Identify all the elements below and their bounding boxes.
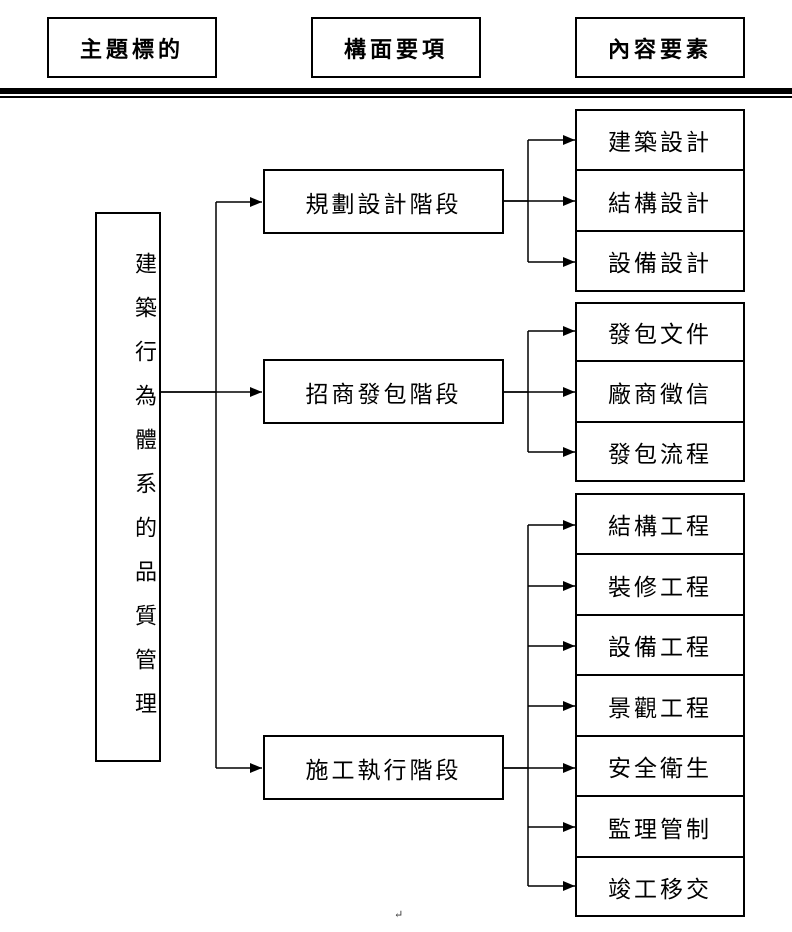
item-box: 竣工移交 — [575, 856, 745, 917]
root-node-label: 建築行為體系的品質管理 — [131, 252, 156, 736]
stage-label: 施工執行階段 — [305, 757, 462, 784]
item-label: 發包流程 — [608, 441, 712, 468]
item-label: 發包文件 — [608, 322, 712, 348]
item-label: 設備設計 — [608, 251, 712, 277]
item-label: 廠商徵信 — [608, 381, 712, 408]
item-box: 發包流程 — [575, 421, 745, 482]
item-label: 竣工移交 — [608, 876, 712, 903]
item-box: 結構工程 — [575, 493, 745, 555]
header-aspect: 構面要項 — [311, 17, 481, 78]
header-elements: 內容要素 — [575, 17, 745, 78]
header-topic: 主題標的 — [47, 17, 217, 78]
item-label: 裝修工程 — [608, 574, 712, 601]
item-box: 景觀工程 — [575, 674, 745, 737]
item-box: 設備設計 — [575, 230, 745, 292]
stage-construction-execution: 施工執行階段 — [263, 735, 504, 800]
item-label: 結構工程 — [608, 514, 712, 540]
header-divider-thick — [0, 88, 792, 94]
header-topic-label: 主題標的 — [79, 36, 184, 63]
item-label: 監理管制 — [608, 816, 712, 843]
item-label: 安全衛生 — [608, 756, 712, 782]
header-aspect-label: 構面要項 — [343, 36, 448, 63]
stage-tender-procurement: 招商發包階段 — [263, 359, 504, 424]
stage-label: 規劃設計階段 — [305, 191, 462, 218]
header-elements-label: 內容要素 — [607, 36, 712, 63]
item-box: 安全衛生 — [575, 735, 745, 797]
item-box: 廠商徵信 — [575, 360, 745, 423]
item-label: 景觀工程 — [608, 695, 712, 722]
item-label: 設備工程 — [608, 635, 712, 661]
item-box: 建築設計 — [575, 109, 745, 171]
stage-planning-design: 規劃設計階段 — [263, 169, 504, 234]
item-box: 結構設計 — [575, 169, 745, 232]
item-box: 發包文件 — [575, 302, 745, 362]
root-node: 建築行為體系的品質管理 — [95, 212, 161, 762]
item-label: 結構設計 — [608, 190, 712, 217]
paragraph-mark: ↵ — [394, 908, 404, 921]
item-box: 監理管制 — [575, 795, 745, 858]
stage-label: 招商發包階段 — [305, 381, 462, 408]
header-divider-thin — [0, 96, 792, 98]
item-box: 裝修工程 — [575, 553, 745, 616]
item-box: 設備工程 — [575, 614, 745, 676]
item-label: 建築設計 — [608, 130, 712, 156]
